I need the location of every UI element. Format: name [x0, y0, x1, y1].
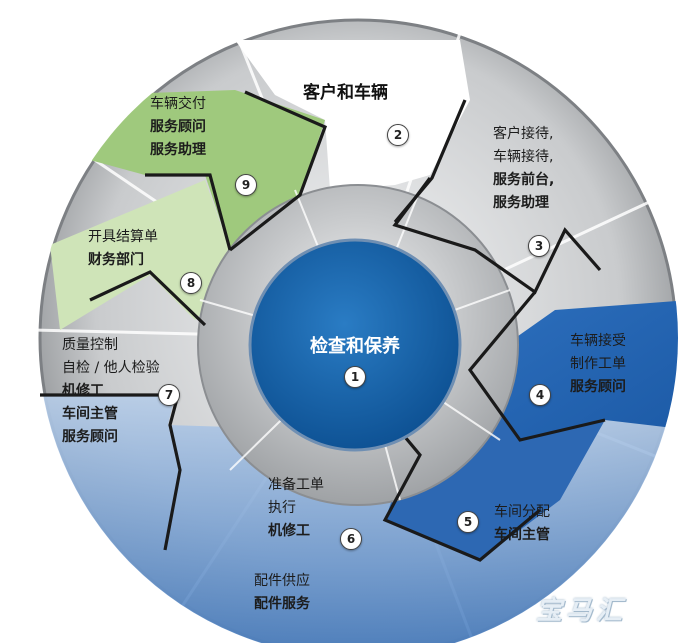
- step-7-line-3: 机修工: [62, 383, 104, 399]
- step-5-line-2: 车间主管: [494, 527, 550, 543]
- step-6-line-3: 机修工: [268, 523, 310, 539]
- step-number-badge-4: 4: [529, 384, 551, 406]
- step-4-label: 车辆接受 制作工单 服务顾问: [570, 330, 626, 399]
- step-9-label: 车辆交付 服务顾问 服务助理: [150, 93, 206, 162]
- step-3-label: 客户接待, 车辆接待, 服务前台, 服务助理: [493, 123, 554, 215]
- step-7-line-1: 质量控制: [62, 337, 118, 353]
- step-7-line-5: 服务顾问: [62, 429, 118, 445]
- step-5-line-1: 车间分配: [494, 504, 550, 520]
- parts-supply-label: 配件供应 配件服务: [254, 570, 310, 616]
- step-number-badge-6: 6: [340, 528, 362, 550]
- step-number-badge-8: 8: [180, 272, 202, 294]
- step-4-line-2: 制作工单: [570, 356, 626, 372]
- step-3-line-2: 车辆接待,: [493, 149, 554, 165]
- step-6-line-1: 准备工单: [268, 477, 324, 493]
- step-8-line-1: 开具结算单: [88, 229, 158, 245]
- step-number-badge-9: 9: [235, 174, 257, 196]
- step-3-line-3: 服务前台,: [493, 172, 555, 188]
- green-zone-step-9: [90, 90, 325, 250]
- watermark-logo: 宝马汇: [536, 596, 627, 626]
- blue-zone-step-5: [385, 370, 605, 560]
- step-number-badge-2: 2: [387, 124, 409, 146]
- blue-zone-lower: [38, 395, 678, 643]
- white-zone-step-2: [235, 40, 470, 190]
- step-4-line-1: 车辆接受: [570, 333, 626, 349]
- step-3-line-4: 服务助理: [493, 195, 549, 211]
- step-9-line-1: 车辆交付: [150, 96, 206, 112]
- step-7-line-2: 自检 / 他人检验: [62, 360, 160, 376]
- step-8-line-2: 财务部门: [88, 252, 144, 268]
- step-6-line-2: 执行: [268, 500, 296, 516]
- step-9-line-3: 服务助理: [150, 142, 206, 158]
- process-boundaries: [40, 90, 606, 562]
- step-2-title: 客户和车辆: [303, 83, 388, 103]
- step-5-label: 车间分配 车间主管: [494, 501, 550, 547]
- step-4-line-3: 服务顾问: [570, 379, 626, 395]
- parts-supply-line-2: 配件服务: [254, 596, 310, 612]
- center-title: 检查和保养: [310, 336, 400, 357]
- step-9-line-2: 服务顾问: [150, 119, 206, 135]
- step-3-line-1: 客户接待,: [493, 126, 554, 142]
- step-6-label: 准备工单 执行 机修工: [268, 474, 324, 543]
- blue-zone-step-4: [470, 300, 678, 440]
- step-7-label: 质量控制 自检 / 他人检验 机修工 车间主管 服务顾问: [62, 334, 160, 449]
- step-8-label: 开具结算单 财务部门: [88, 226, 158, 272]
- center-disc: [248, 238, 462, 452]
- step-number-badge-7: 7: [158, 384, 180, 406]
- step-number-badge-3: 3: [528, 235, 550, 257]
- step-7-line-4: 车间主管: [62, 406, 118, 422]
- step-number-badge-5: 5: [457, 511, 479, 533]
- step-number-badge-1: 1: [344, 366, 366, 388]
- parts-supply-line-1: 配件供应: [254, 573, 310, 589]
